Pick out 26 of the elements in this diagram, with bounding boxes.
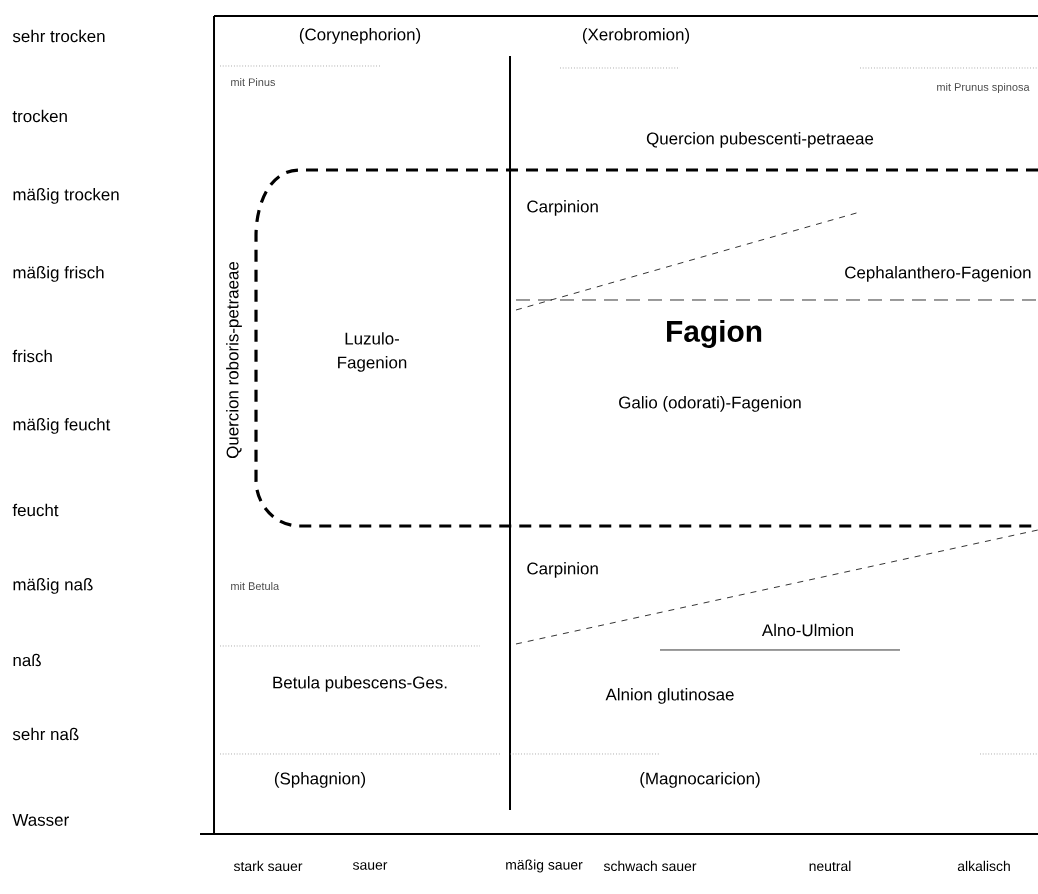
community-label: (Corynephorion) [296, 26, 424, 46]
moisture-label: mäßig feucht [13, 418, 111, 434]
moisture-label: frisch [12, 349, 52, 363]
community-label: Carpinion [524, 198, 601, 218]
community-label: Luzulo-Fagenion [318, 330, 426, 374]
moisture-label: mäßig trocken [13, 188, 119, 204]
community-label: Alno-Ulmion [759, 621, 857, 639]
community-label: (Sphagnion) [271, 770, 369, 790]
community-label: Cephalanthero-Fagenion [842, 264, 1034, 284]
moisture-label: sehr naß [12, 727, 79, 741]
community-label: Carpinion [524, 560, 601, 580]
moisture-label: mäßig naß [13, 578, 93, 594]
community-label: (Xerobromion) [579, 26, 693, 46]
alliance-label: Fagion [663, 318, 765, 350]
community-label: Quercion roboris-petraeae [224, 259, 244, 461]
community-label: Betula pubescens-Ges. [270, 674, 451, 694]
moisture-label: Wasser [12, 814, 69, 826]
moisture-label: feucht [12, 503, 59, 517]
community-label: Quercion pubescenti-petraeae [644, 130, 876, 150]
moisture-label: sehr trocken [12, 29, 105, 43]
moisture-label: naß [13, 653, 41, 667]
moisture-label: trocken [12, 109, 67, 123]
moisture-label: mäßig frisch [13, 266, 104, 282]
community-label: Alnion glutinosae [603, 686, 737, 706]
community-label: (Magnocaricion) [637, 770, 763, 790]
community-label: Galio (odorati)-Fagenion [616, 394, 804, 414]
